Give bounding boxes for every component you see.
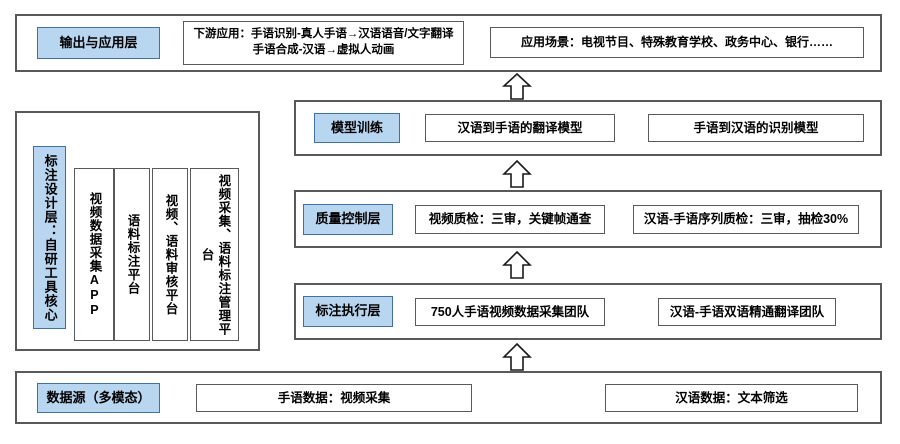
box-tool-collection-annotation-management-platform[interactable]: 视频采集、语料标注管理平台 bbox=[190, 168, 239, 341]
block-arrow-up-icon-to-annotation-execution bbox=[502, 343, 532, 371]
box-tool-video-collection-app[interactable]: 视频数据采集APP bbox=[74, 168, 114, 341]
block-arrow-up-icon-to-quality-control bbox=[502, 251, 532, 279]
box-sign-to-chinese-recognition-model[interactable]: 手语到汉语的识别模型 bbox=[648, 114, 864, 142]
box-sign-video-collection-team[interactable]: 750人手语视频数据采集团队 bbox=[415, 298, 605, 326]
layer-label-model-training[interactable]: 模型训练 bbox=[314, 113, 400, 143]
box-tool-video-corpus-review-platform[interactable]: 视频、语料审核平台 bbox=[152, 168, 188, 341]
box-sign-data-video-collection[interactable]: 手语数据：视频采集 bbox=[196, 384, 472, 412]
layer-label-annotation-design[interactable]: 标注设计层：自研工具核心 bbox=[33, 146, 66, 329]
block-arrow-up-icon-to-model-training bbox=[502, 160, 532, 188]
box-downstream-applications[interactable]: 下游应用：手语识别-真人手语→汉语语音/文字翻译 手语合成-汉语→虚拟人动画 bbox=[183, 21, 464, 65]
box-tool-corpus-annotation-platform[interactable]: 语料标注平台 bbox=[114, 168, 150, 341]
layer-label-quality-control[interactable]: 质量控制层 bbox=[303, 204, 393, 235]
layer-label-output-and-application[interactable]: 输出与应用层 bbox=[37, 27, 160, 59]
box-chinese-sign-sequence-quality-inspection[interactable]: 汉语-手语序列质检：三审，抽检30% bbox=[633, 205, 859, 234]
layer-label-data-source[interactable]: 数据源（多模态） bbox=[37, 383, 160, 413]
layer-label-annotation-execution[interactable]: 标注执行层 bbox=[303, 296, 393, 327]
box-bilingual-translation-team[interactable]: 汉语-手语双语精通翻译团队 bbox=[658, 298, 836, 326]
box-application-scenarios[interactable]: 应用场景：电视节目、特殊教育学校、政务中心、银行…… bbox=[490, 27, 864, 58]
block-arrow-up-icon-to-output bbox=[502, 73, 532, 100]
box-video-quality-inspection[interactable]: 视频质检：三审，关键帧通查 bbox=[415, 205, 605, 234]
box-chinese-data-text-screening[interactable]: 汉语数据：文本筛选 bbox=[605, 384, 858, 412]
box-chinese-to-sign-translation-model[interactable]: 汉语到手语的翻译模型 bbox=[425, 114, 615, 142]
